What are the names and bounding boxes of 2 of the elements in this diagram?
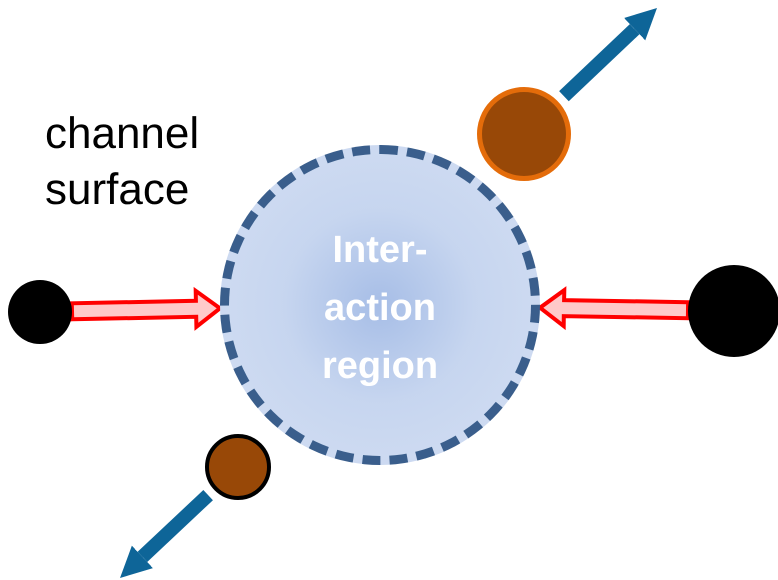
region-label: Inter- action region: [320, 228, 440, 389]
surface-label: channel surface: [45, 108, 200, 216]
